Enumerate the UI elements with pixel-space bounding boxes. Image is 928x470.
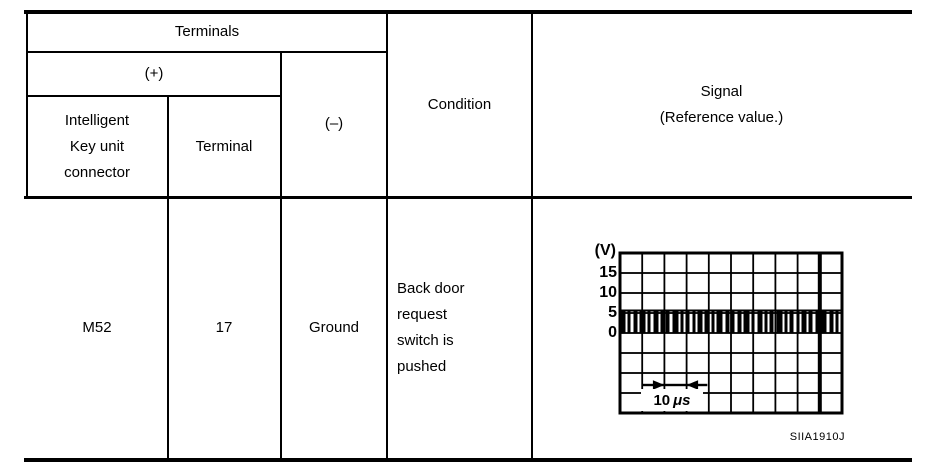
scope-volt-unit-label: (V) — [594, 242, 616, 259]
divider-terminal-minus — [280, 52, 282, 458]
terminals-underline — [27, 51, 388, 53]
header-connector-column: Intelligent Key unit connector — [64, 111, 130, 181]
header-terminals: Terminals — [174, 23, 240, 40]
cell-condition-value: Back door request switch is pushed — [397, 279, 465, 375]
header-terminal-column: Terminal — [195, 137, 253, 155]
scope-ytick-5: 5 — [608, 304, 617, 321]
cell-terminal-value: 17 — [215, 318, 233, 336]
cell-connector-value: M52 — [82, 318, 112, 336]
divider-connector-terminal — [167, 96, 169, 458]
header-condition: Condition — [427, 95, 492, 113]
table-border-top — [24, 10, 912, 14]
header-signal: Signal (Reference value.) — [659, 82, 784, 126]
scope-ytick-15: 15 — [599, 264, 617, 281]
scope-ytick-0: 0 — [608, 324, 617, 341]
scope-time-value: 10 — [653, 391, 671, 409]
header-bottom-rule — [24, 196, 912, 199]
scope-time-unit: μs — [673, 391, 691, 409]
scope-ytick-10: 10 — [599, 284, 617, 301]
scope-time-per-div-label: 10 μs — [641, 389, 703, 411]
header-minus: (–) — [324, 115, 344, 132]
plus-underline — [27, 95, 282, 97]
figure-code-caption: SIIA1910J — [789, 431, 845, 443]
divider-minus-condition — [386, 13, 388, 458]
header-plus: (+) — [144, 64, 164, 82]
table-border-left — [26, 13, 28, 196]
table-border-bottom — [24, 458, 912, 462]
divider-condition-signal — [531, 13, 533, 458]
cell-minus-value: Ground — [308, 318, 360, 336]
